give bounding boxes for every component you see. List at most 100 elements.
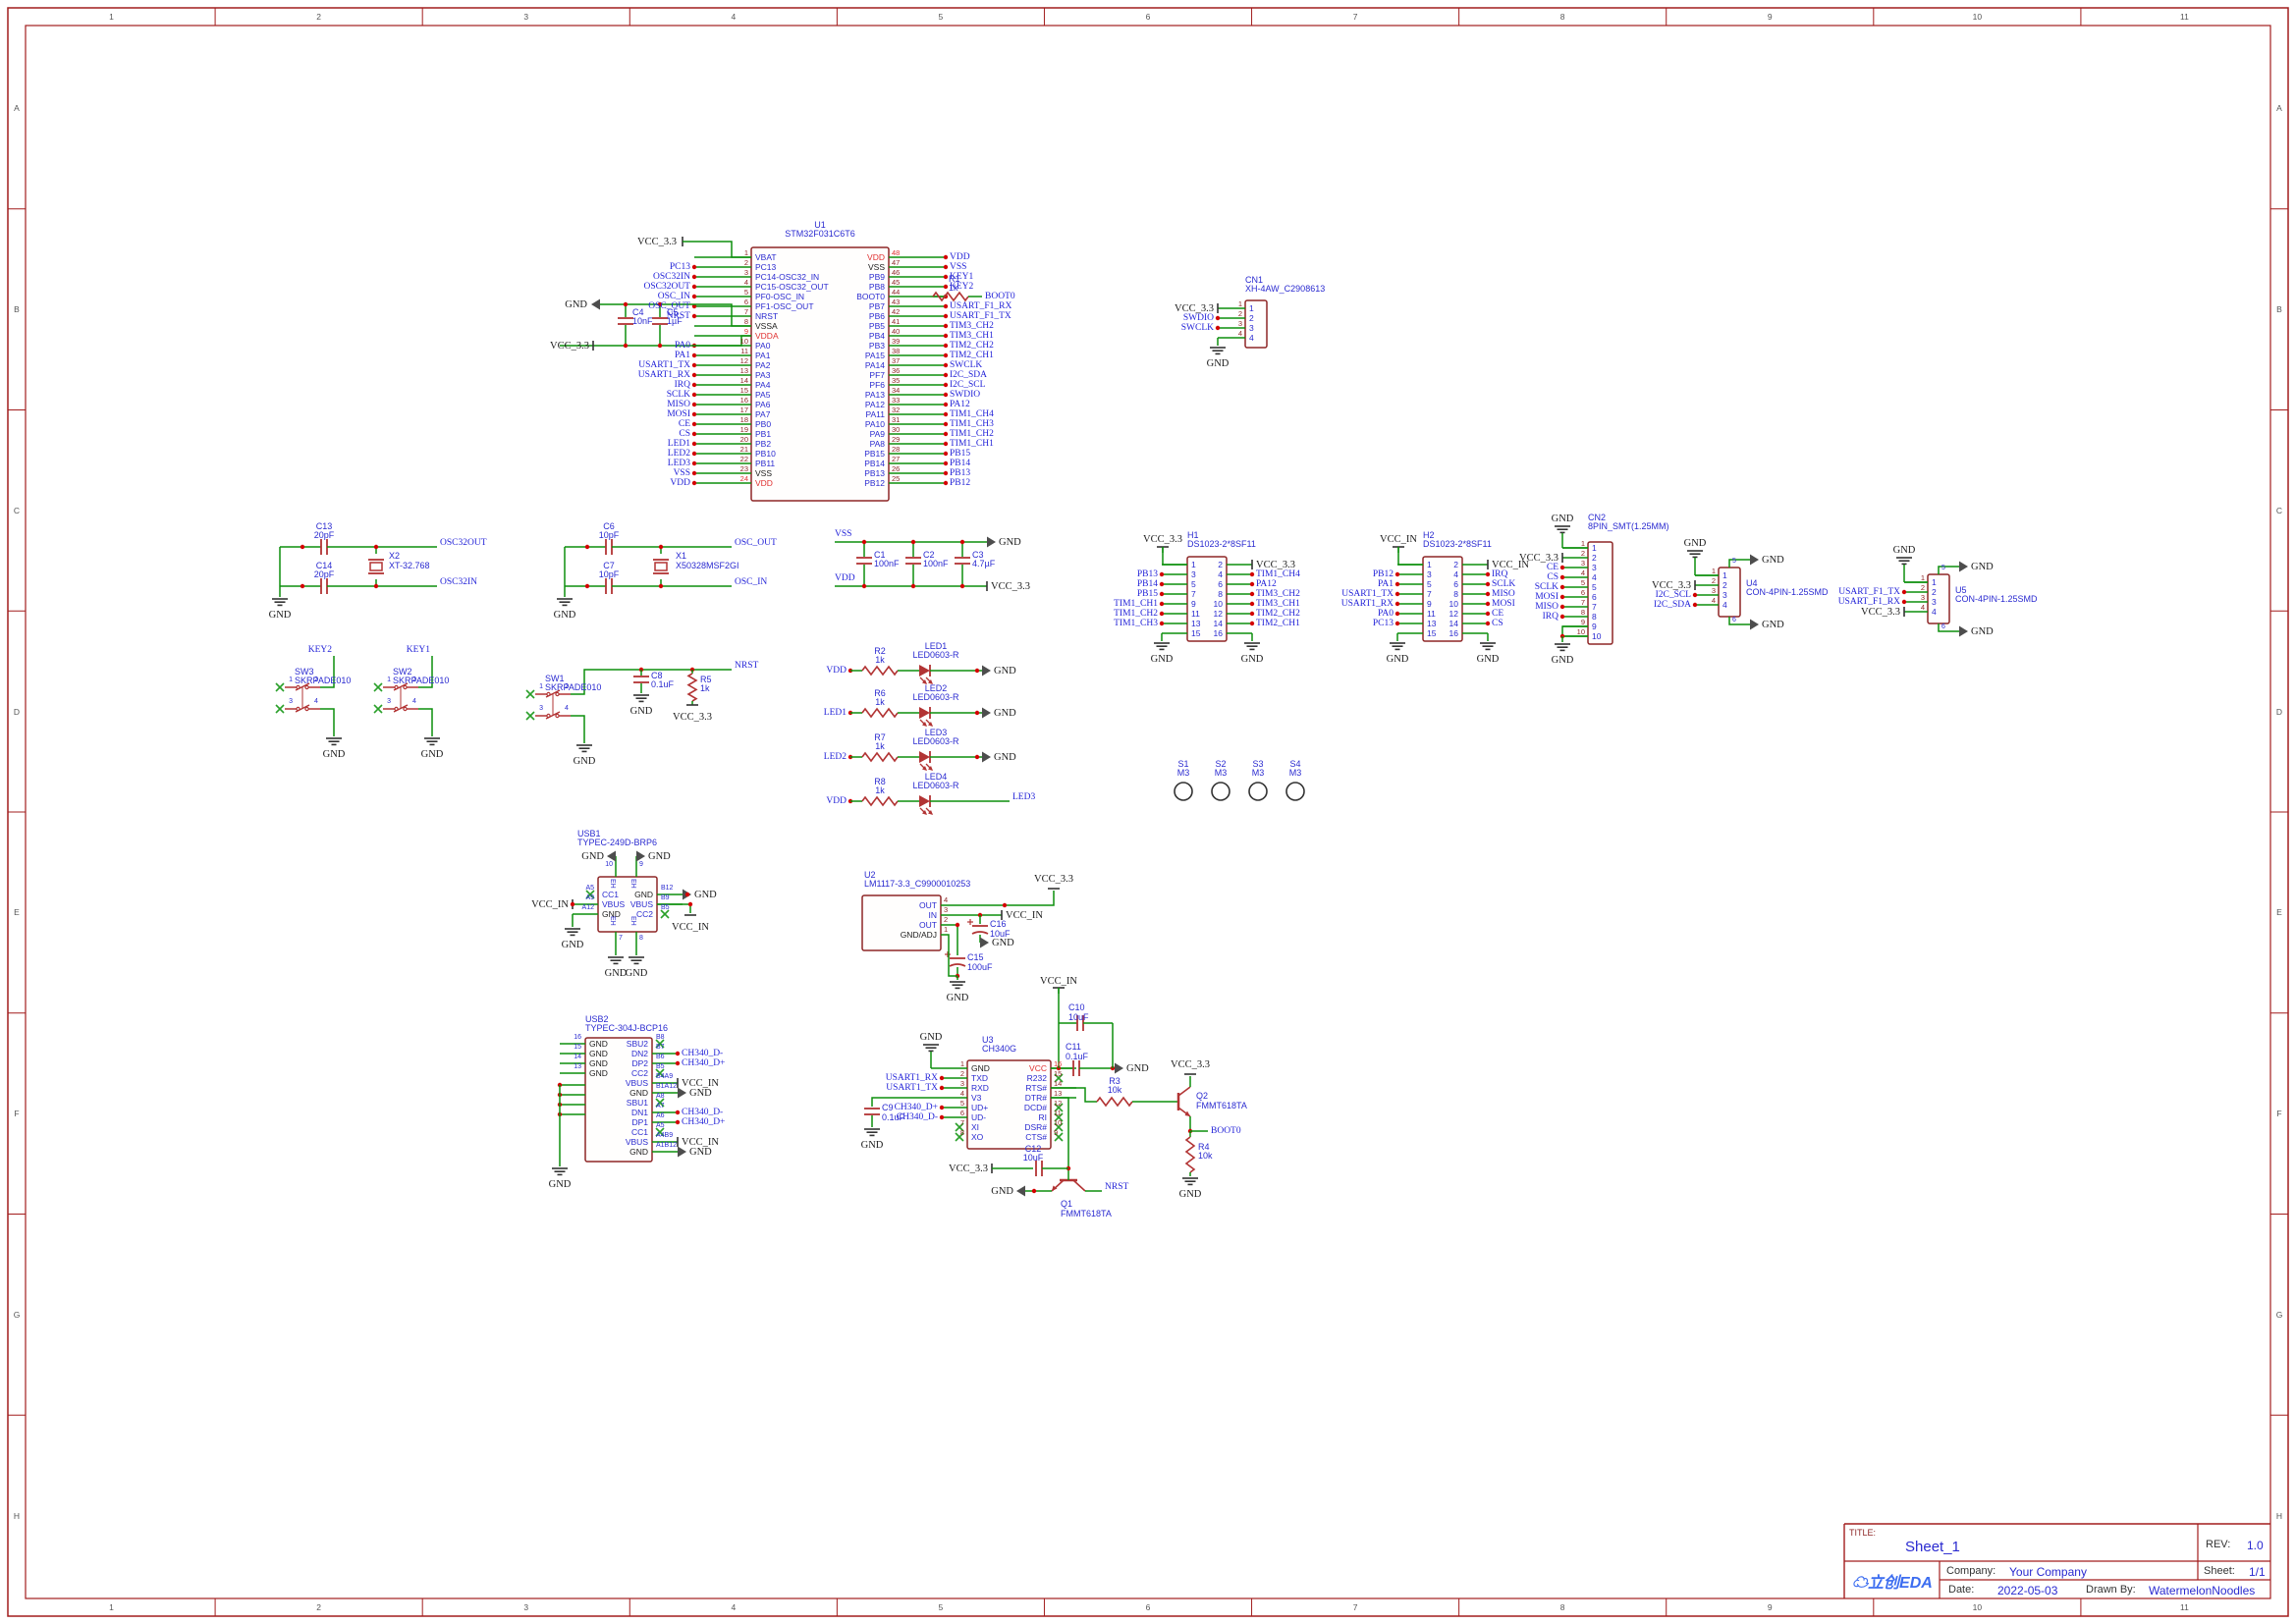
wire (571, 669, 732, 695)
cn2-net-label: MOSI (1535, 592, 1558, 602)
gnd-label: GND (1240, 654, 1264, 665)
wire (871, 1097, 942, 1107)
gnd-label: GND (1551, 655, 1574, 666)
usb2-pin-designator: B5 (656, 1063, 665, 1070)
usb1-pin-name: GND (634, 890, 653, 899)
c14-value: 20pF (313, 569, 335, 579)
cn1-body[interactable] (1244, 299, 1268, 349)
u1-pin-name: PA14 (864, 360, 885, 370)
gnd-label: GND (992, 938, 1014, 948)
border-col-label: 10 (1972, 12, 1983, 22)
h1-power-label: VCC_3.3 (1256, 560, 1295, 570)
c12-refdes: C12 (1024, 1144, 1042, 1154)
cn2-pin-name: 3 (1592, 563, 1597, 572)
junction-dot (955, 922, 960, 928)
wire (525, 689, 535, 699)
u3-pin-name: V3 (971, 1093, 982, 1103)
u1-body[interactable] (750, 246, 890, 502)
mounting-hole[interactable] (1285, 782, 1305, 801)
u2-body[interactable] (861, 894, 942, 951)
switch-contact (304, 684, 309, 690)
gnd-label: GND (581, 851, 604, 862)
h2-net-label: PA1 (1377, 579, 1394, 589)
u1-net-label: I2C_SDA (950, 370, 988, 380)
u1-net-label: MISO (667, 400, 690, 409)
gnd-label: GND (420, 749, 444, 760)
mounting-hole[interactable] (1248, 782, 1268, 801)
wire (585, 890, 595, 899)
u1-pin-number: 5 (743, 288, 748, 297)
h2-body[interactable] (1422, 556, 1463, 642)
gnd-flag-icon (987, 536, 996, 548)
u4-pin-number: 2 (1711, 576, 1716, 585)
u3-pin-name: RTS# (1025, 1083, 1047, 1093)
cn1-pin-name: 4 (1249, 333, 1254, 343)
gnd-label: GND (565, 299, 587, 310)
r2-value: 1k (875, 655, 885, 665)
h2-net-label: CS (1492, 619, 1503, 628)
junction-dot (1559, 574, 1565, 580)
border-col-label: 3 (523, 1602, 529, 1612)
h2-net-label: CE (1492, 609, 1504, 619)
junction-dot (959, 583, 965, 589)
cn2-net-label: CE (1546, 563, 1558, 572)
junction-dot (943, 382, 949, 388)
sw3-refdes: SW3 (295, 667, 314, 677)
junction-dot (373, 544, 379, 550)
u1-pin-number: 14 (739, 376, 748, 385)
junction-dot (1692, 592, 1698, 598)
u1-pin-name: PA15 (864, 351, 885, 360)
border-row-label: F (2276, 1109, 2282, 1119)
h1-net-label: PA12 (1256, 579, 1277, 589)
wire (683, 241, 751, 258)
s3-refdes: S3 (1252, 759, 1264, 769)
mounting-hole[interactable] (1174, 782, 1193, 801)
junction-dot (939, 1075, 945, 1081)
border-row-label: F (14, 1109, 20, 1119)
sw2-part: SKRPADE010 (393, 676, 450, 685)
u1-pin-name: PF1-OSC_OUT (755, 301, 814, 311)
junction-dot (657, 343, 663, 349)
usb2-body[interactable] (584, 1037, 653, 1163)
usb1-eh-name: EH (609, 879, 616, 889)
wire (686, 673, 698, 702)
u3-body[interactable] (966, 1059, 1052, 1150)
wire (1054, 1132, 1064, 1142)
h1-pin-name: 9 (1191, 599, 1196, 609)
u5-part: CON-4PIN-1.25SMD (1955, 594, 2038, 604)
mounting-hole[interactable] (1211, 782, 1230, 801)
junction-dot (1485, 591, 1491, 597)
gnd-label: GND (322, 749, 346, 760)
h2-net-label: USART1_RX (1340, 599, 1394, 609)
gnd-label: GND (689, 1088, 712, 1099)
h1-net-label: TIM1_CH1 (1114, 599, 1158, 609)
u1-net-label: PC13 (669, 262, 690, 272)
h1-body[interactable] (1186, 556, 1228, 642)
border-row-label: A (14, 103, 20, 114)
border-col-label: 6 (1145, 1602, 1151, 1612)
cn2-body[interactable] (1587, 541, 1613, 645)
junction-dot (1485, 581, 1491, 587)
u5-net-label: USART_F1_TX (1838, 587, 1900, 597)
titleblock-drawnby-label: Drawn By: (2086, 1584, 2136, 1596)
junction-dot (1249, 581, 1255, 587)
vcc33-label: VCC_3.3 (991, 581, 1030, 592)
wire (1938, 566, 1959, 574)
junction-dot (675, 1110, 681, 1115)
border-col-label: 1 (109, 1602, 114, 1612)
h1-pin-name: 10 (1213, 599, 1223, 609)
q2-part: FMMT618TA (1196, 1101, 1247, 1110)
gnd-label: GND (1551, 514, 1574, 524)
u1-net-label: TIM1_CH4 (950, 409, 994, 419)
wire (660, 909, 670, 919)
usb2-pin-designator: A5 (656, 1122, 665, 1129)
r3-value: 10k (1107, 1085, 1122, 1095)
switch-contact (555, 713, 560, 719)
usb2-pin-name: GND (589, 1049, 608, 1058)
usb1-pin-designator: B12 (661, 885, 674, 892)
gnd-label: GND (946, 993, 969, 1003)
u5-pin-name: 4 (1932, 607, 1937, 617)
junction-dot (1559, 584, 1565, 590)
gnd-label: GND (1206, 358, 1230, 369)
h1-pin-name: 14 (1213, 619, 1223, 628)
